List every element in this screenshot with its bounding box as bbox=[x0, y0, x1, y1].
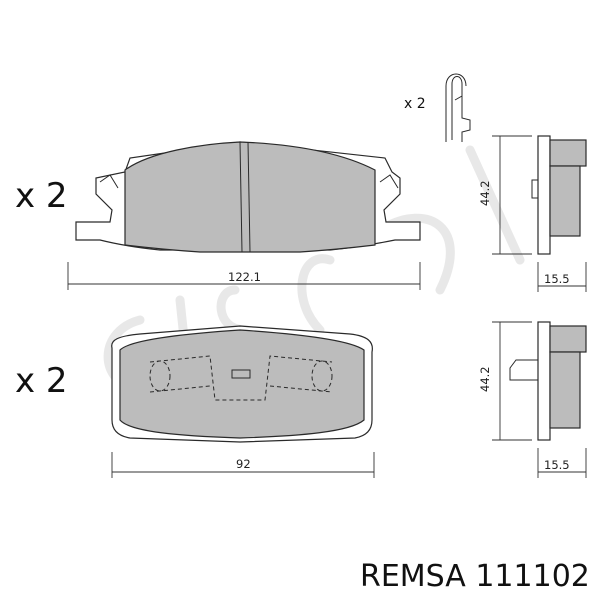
bottom-pad-width-label: 92 bbox=[236, 457, 251, 471]
top-pad-height-dimension bbox=[492, 135, 532, 255]
bottom-pad-width-dimension bbox=[111, 452, 375, 478]
top-pad-thickness-dimension bbox=[537, 262, 587, 292]
part-number-caption: REMSA 111102 bbox=[360, 559, 590, 594]
bottom-pad-height-label: 44.2 bbox=[478, 366, 492, 392]
top-pad-height-label: 44.2 bbox=[478, 180, 492, 206]
bottom-pad-height-dimension bbox=[492, 321, 532, 441]
top-pad-width-label: 122.1 bbox=[228, 270, 261, 284]
top-pad-quantity: x 2 bbox=[15, 176, 68, 216]
bottom-pad-thickness-label: 15.5 bbox=[544, 458, 570, 472]
top-pad-face-view bbox=[75, 141, 421, 253]
bottom-pad-quantity: x 2 bbox=[15, 361, 68, 401]
clip-quantity: x 2 bbox=[404, 96, 426, 112]
clip-spring-drawing bbox=[445, 73, 471, 142]
top-pad-width-dimension bbox=[67, 262, 421, 290]
top-pad-side-view bbox=[531, 135, 587, 255]
bottom-pad-face-view bbox=[111, 325, 373, 443]
bottom-pad-thickness-dimension bbox=[537, 448, 587, 478]
bottom-pad-side-view bbox=[509, 321, 587, 441]
top-pad-thickness-label: 15.5 bbox=[544, 272, 570, 286]
